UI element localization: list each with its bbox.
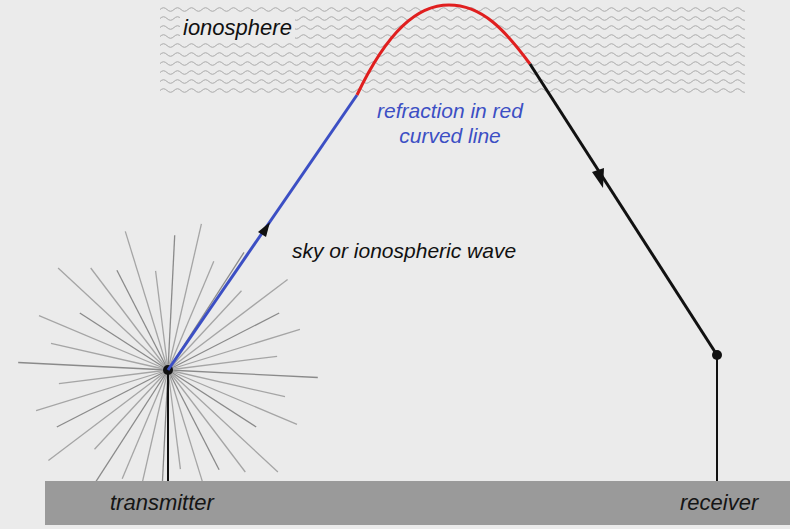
ionosphere-band: ionosphere	[160, 5, 745, 97]
radiation-ray	[168, 370, 245, 472]
radiation-ray	[168, 329, 300, 370]
radiation-ray	[80, 313, 168, 370]
radiation-ray	[122, 370, 168, 479]
radiation-ray	[58, 268, 168, 370]
radiation-ray	[18, 363, 168, 371]
transmitter-mast	[167, 370, 169, 482]
arrowhead	[592, 168, 604, 188]
radiation-ray	[59, 370, 168, 384]
radiation-ray	[168, 370, 256, 427]
ground-band: transmitter receiver	[45, 481, 790, 525]
radiation-ray	[168, 370, 318, 378]
radiation-ray	[91, 268, 168, 370]
refraction-note: refraction in red curved line	[366, 98, 534, 148]
band-label: receiver	[680, 490, 758, 516]
radiation-ray	[36, 370, 168, 411]
radiation-ray	[168, 235, 175, 370]
band-label: ionosphere	[180, 15, 295, 41]
radiation-ray	[156, 271, 168, 370]
radiation-ray	[48, 370, 168, 461]
arrowhead	[258, 222, 270, 237]
radiation-ray	[125, 231, 168, 370]
upgoing-wave	[168, 95, 357, 370]
radiation-ray	[168, 370, 180, 469]
radiation-ray	[168, 279, 288, 370]
wave-label: sky or ionospheric wave	[292, 238, 572, 263]
downgoing-wave	[530, 64, 717, 355]
radiation-ray	[39, 316, 168, 370]
receiver-mast	[716, 355, 718, 482]
band-label: transmitter	[110, 490, 214, 516]
antenna-radiation	[18, 224, 318, 516]
radiation-ray	[168, 356, 277, 370]
radiation-ray	[92, 370, 168, 488]
radiation-ray	[168, 370, 297, 424]
radiation-ray	[168, 370, 278, 472]
